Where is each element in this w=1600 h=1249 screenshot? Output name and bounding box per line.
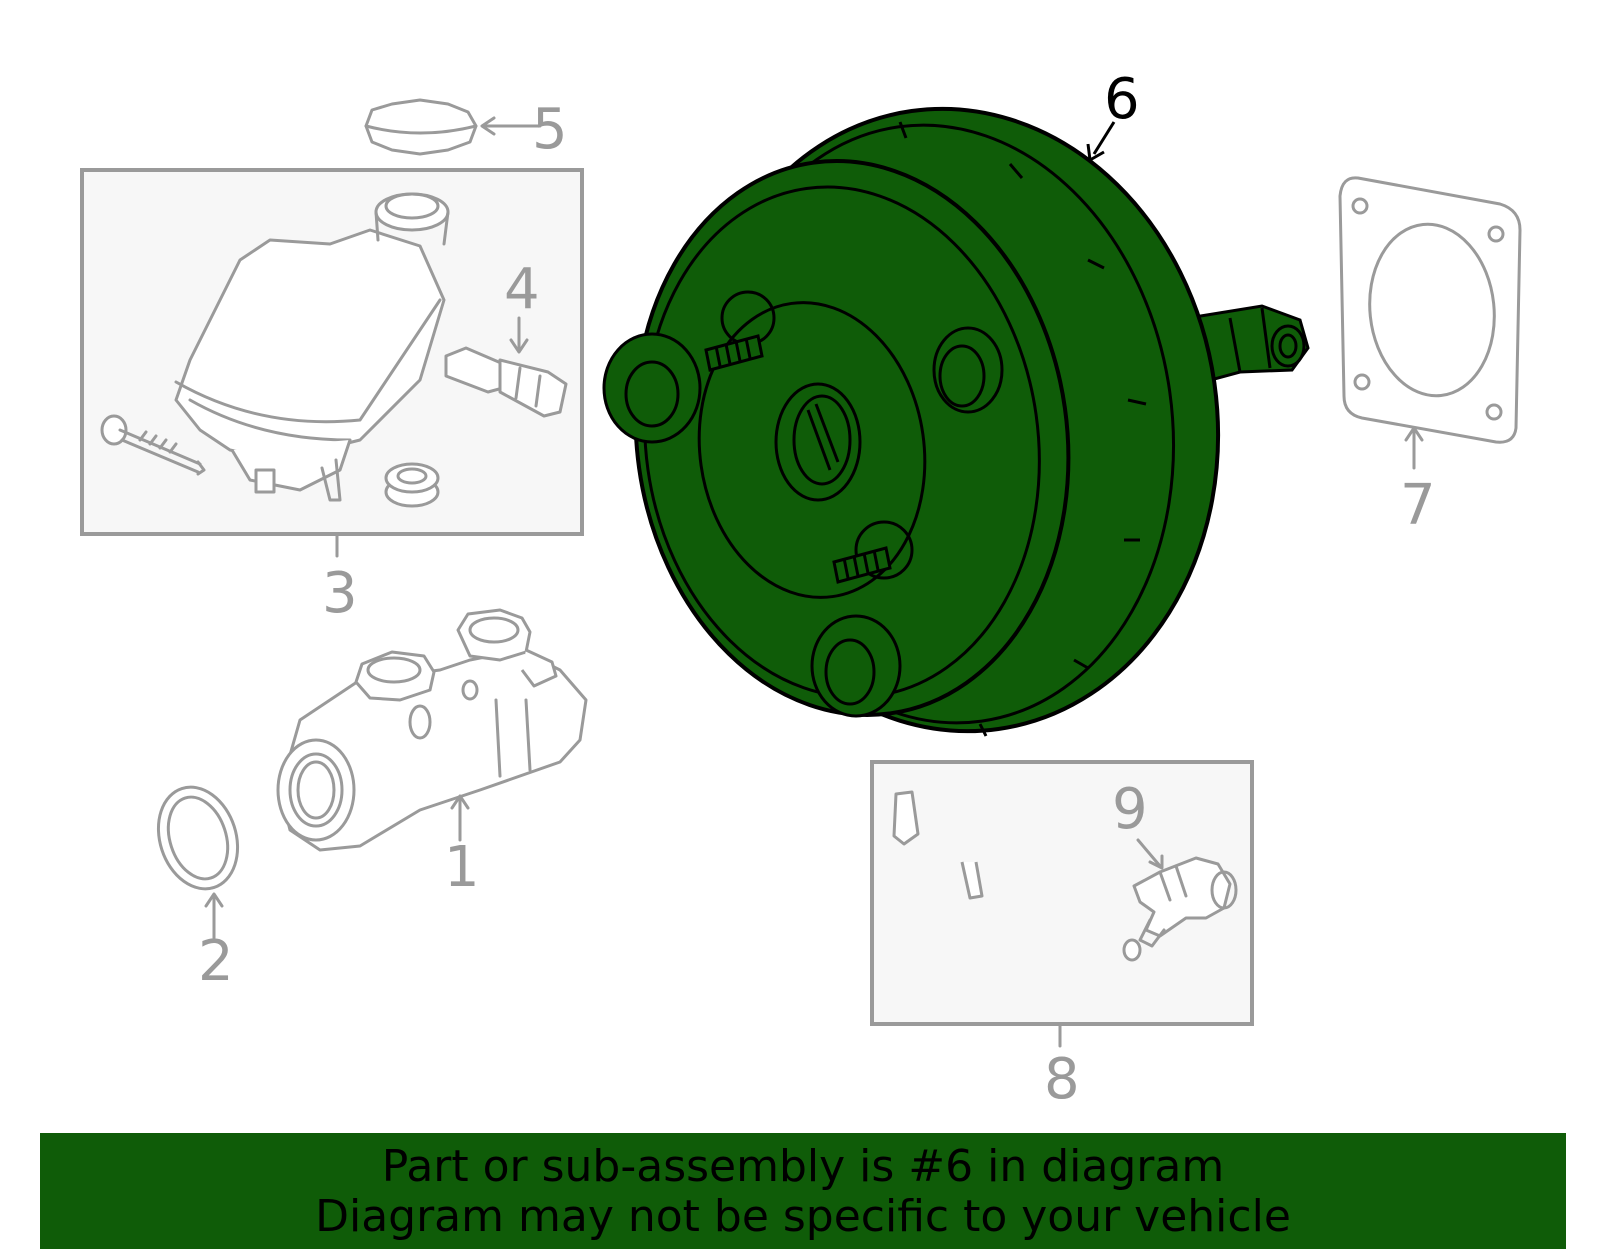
part-4-level-sensor[interactable] [444, 316, 568, 418]
part-8-vacuum-hose[interactable] [892, 790, 1142, 1002]
part-5-reservoir-cap[interactable] [364, 98, 542, 156]
callout-8: 8 [1044, 1047, 1080, 1112]
part-3-grommet[interactable] [384, 462, 440, 508]
part-7-gasket[interactable] [1338, 176, 1522, 470]
part-9-check-valve[interactable] [1132, 838, 1238, 948]
callout-2: 2 [198, 929, 234, 994]
callout-6: 6 [1104, 67, 1140, 132]
part-3-reservoir[interactable] [174, 192, 450, 502]
callout-1: 1 [444, 835, 480, 900]
callout-5: 5 [532, 97, 568, 162]
part-2-seal-ring[interactable] [146, 777, 250, 940]
callout-9: 9 [1112, 777, 1148, 842]
part-6-brake-booster[interactable] [600, 75, 1310, 766]
banner-line-1: Part or sub-assembly is #6 in diagram [381, 1141, 1225, 1192]
callout-3: 3 [322, 561, 358, 626]
info-banner: Part or sub-assembly is #6 in diagram Di… [40, 1133, 1566, 1249]
part-1-master-cylinder[interactable] [276, 608, 588, 852]
callout-7: 7 [1400, 473, 1436, 538]
callout-4: 4 [504, 257, 540, 322]
part-3-pin[interactable] [100, 414, 206, 476]
banner-line-2: Diagram may not be specific to your vehi… [315, 1191, 1291, 1242]
